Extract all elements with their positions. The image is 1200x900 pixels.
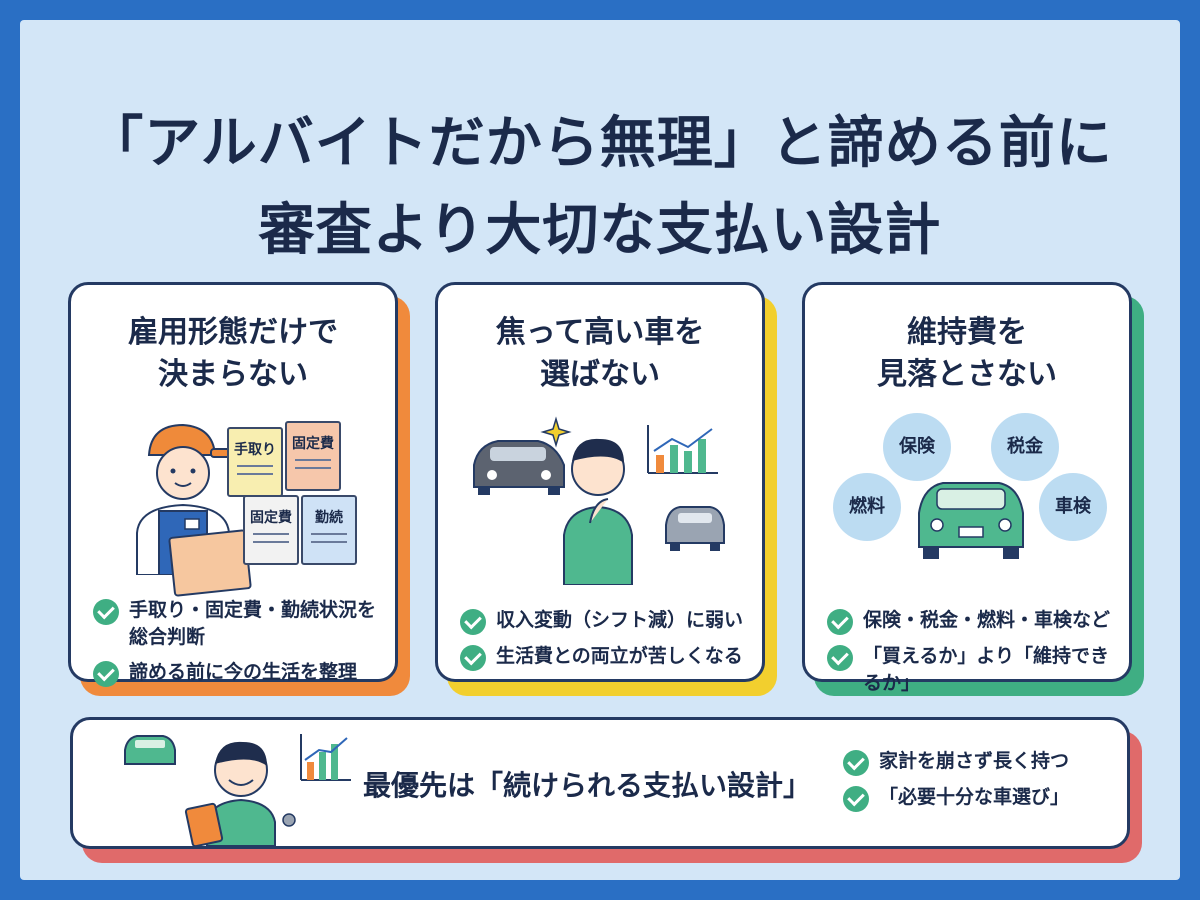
green-car-icon: [918, 482, 1024, 559]
doc-fixed-cost-2-label: 固定費: [250, 510, 292, 526]
bottom-checks: 家計を崩さず長く持つ 「必要十分な車選び」: [843, 748, 1115, 820]
card-expensive-car: 焦って高い車を 選ばない: [435, 282, 765, 682]
infographic-frame: 「アルバイトだから無理」と諦める前に 審査より大切な支払い設計 雇用形態だけで …: [20, 20, 1180, 880]
card-maintenance: 維持費を 見落とさない 保険 税金 燃料 車検 保険・税金・燃料・車検など 「買…: [802, 282, 1132, 694]
check-text: 「必要十分な車選び」: [879, 786, 1070, 808]
check-icon: [827, 609, 853, 635]
doc-tenure: 勤続: [301, 495, 357, 565]
check-icon: [827, 645, 853, 671]
doc-takehome-label: 手取り: [234, 442, 276, 458]
title-line-1: 「アルバイトだから無理」と諦める前に: [87, 111, 1113, 176]
bar-chart-icon: [300, 734, 351, 781]
doc-fixed-cost-1: 固定費: [285, 421, 341, 491]
check-text: 諦める前に今の生活を整理: [129, 661, 358, 683]
check-item: 諦める前に今の生活を整理: [93, 659, 383, 687]
bubble-fuel: 燃料: [833, 473, 901, 541]
check-icon: [93, 661, 119, 687]
check-icon: [93, 599, 119, 625]
check-text: 家計を崩さず長く持つ: [879, 750, 1070, 772]
card-3-title-line-2: 見落とさない: [877, 357, 1057, 392]
check-item: 「必要十分な車選び」: [843, 784, 1115, 812]
title-line-2: 審査より大切な支払い設計: [258, 198, 942, 263]
check-text: 手取り・固定費・勤続状況を総合判断: [129, 599, 377, 648]
doc-fixed-cost-1-label: 固定費: [292, 436, 334, 452]
doc-fixed-cost-2: 固定費: [243, 495, 299, 565]
bar-chart-icon: [647, 425, 718, 474]
small-car-icon: [665, 506, 725, 551]
check-item: 「買えるか」より「維持できるか」: [827, 643, 1117, 697]
card-1-title-line-1: 雇用形態だけで: [128, 315, 338, 350]
check-item: 生活費との両立が苦しくなる: [460, 643, 750, 671]
check-text: 生活費との両立が苦しくなる: [496, 645, 743, 667]
card-3-checks: 保険・税金・燃料・車検など 「買えるか」より「維持できるか」: [827, 607, 1117, 705]
doc-takehome: 手取り: [227, 427, 283, 497]
check-item: 手取り・固定費・勤続状況を総合判断: [93, 597, 383, 651]
check-icon: [843, 750, 869, 776]
card-2-title-line-1: 焦って高い車を: [495, 315, 705, 350]
bottom-headline: 最優先は「続けられる支払い設計」: [363, 769, 812, 802]
check-text: 「買えるか」より「維持できるか」: [863, 645, 1110, 694]
card-1-checks: 手取り・固定費・勤続状況を総合判断 諦める前に今の生活を整理: [93, 597, 383, 695]
card-3-title-line-1: 維持費を: [907, 315, 1027, 350]
check-item: 保険・税金・燃料・車検など: [827, 607, 1117, 635]
card-employment: 雇用形態だけで 決まらない 手取り 固定費 固定費 勤続: [68, 282, 398, 687]
check-text: 収入変動（シフト減）に弱い: [496, 609, 744, 631]
check-item: 家計を崩さず長く持つ: [843, 748, 1115, 776]
check-icon: [460, 645, 486, 671]
check-item: 収入変動（シフト減）に弱い: [460, 607, 750, 635]
car-icon: [473, 440, 565, 495]
check-icon: [843, 786, 869, 812]
card-2-title-line-2: 選ばない: [540, 357, 660, 392]
bubble-tax: 税金: [991, 413, 1059, 481]
worried-person-illustration: [473, 416, 725, 585]
card-2-checks: 収入変動（シフト減）に弱い 生活費との両立が苦しくなる: [460, 607, 750, 679]
small-car-icon: [124, 735, 176, 765]
check-text: 保険・税金・燃料・車検など: [863, 609, 1111, 631]
bubble-insurance: 保険: [883, 413, 951, 481]
bottom-banner: 最優先は「続けられる支払い設計」 家計を崩さず長く持つ 「必要十分な車選び」: [70, 717, 1130, 849]
doc-tenure-label: 勤続: [315, 510, 343, 526]
card-1-title-line-2: 決まらない: [158, 357, 308, 392]
bubble-inspection: 車検: [1039, 473, 1107, 541]
happy-person-illustration: [124, 734, 351, 846]
clipboard: [168, 529, 252, 597]
check-icon: [460, 609, 486, 635]
